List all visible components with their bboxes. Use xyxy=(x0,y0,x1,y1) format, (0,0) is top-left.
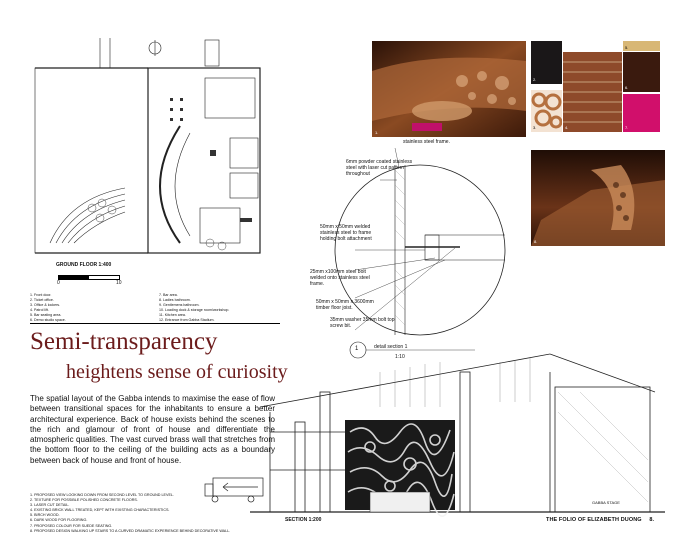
plan-legend: 1. Front door. 7. Bar area. 2. Ticket of… xyxy=(30,293,280,323)
photo-number: 1. xyxy=(375,130,379,135)
swatch-number: 7. xyxy=(625,125,629,130)
scale-label-end: 10 xyxy=(116,280,122,286)
folio-footer: THE FOLIO OF ELIZABETH DUONG 8. xyxy=(546,517,654,523)
legend-item: 4. Patrol lift. xyxy=(30,308,49,312)
swatch-number: 6. xyxy=(625,85,629,90)
legend-item: 3. Office & lockers. xyxy=(30,303,61,307)
swatch-dark-wood-fill xyxy=(623,52,660,92)
folio-title: THE FOLIO OF ELIZABETH DUONG xyxy=(546,517,642,523)
swatch-laser-cut-pattern xyxy=(531,90,563,132)
scale-label-start: 0 xyxy=(57,280,60,286)
swatch-concrete-fill xyxy=(531,41,562,84)
detail-section-drawing xyxy=(334,147,506,359)
legend-item: 12. Entrance from Gabba Stadium. xyxy=(159,318,215,322)
note-item: 3. LASER CUT DETAIL. xyxy=(30,503,70,508)
legend-item: 6. Demo studio space. xyxy=(30,318,66,322)
heading-primary: Semi-transparency xyxy=(30,328,218,355)
divider-rule xyxy=(30,323,280,324)
swatch-brick: 4. xyxy=(563,52,622,132)
render-photo-8: 8. xyxy=(531,150,665,246)
swatch-number: 2. xyxy=(533,77,537,82)
legend-item: 1. Front door. xyxy=(30,293,52,297)
photo-number: 8. xyxy=(534,239,538,244)
render-photo-1-image xyxy=(372,41,526,137)
swatch-dark-wood: 6. xyxy=(623,52,660,92)
detail-number: 1 xyxy=(355,346,359,352)
swatch-laser-cut: 3. xyxy=(531,90,563,132)
building-section-drawing: GABBA STAGE xyxy=(250,353,665,517)
swatch-suede-fill xyxy=(623,94,660,132)
legend-item: 11. Kitchen area. xyxy=(159,313,186,317)
render-photo-8-image xyxy=(531,150,665,246)
note-item: 6. DARK WOOD FOR FLOORING. xyxy=(30,518,88,523)
section-label: GABBA STAGE xyxy=(592,500,620,505)
truck-icon xyxy=(204,477,264,503)
note-item: 4. EXISTING BRICK WALL TREATED, KEPT WIT… xyxy=(30,508,170,513)
detail-label: 50mm x 50mm welded stainless steel to fr… xyxy=(320,224,372,242)
plan-scale-bar xyxy=(58,275,120,280)
legend-item: 7. Bar area. xyxy=(159,293,178,297)
note-item: 2. TEXTURE FOR POSSIBLE POLISHED CONCRET… xyxy=(30,498,138,503)
detail-label: 6mm powder coated stainless steel with l… xyxy=(346,159,413,177)
swatch-brick-pattern xyxy=(563,52,622,132)
legend-item: 2. Ticket office. xyxy=(30,298,54,302)
detail-label: 25mm x100mm steel bolt welded onto stain… xyxy=(310,269,370,287)
note-item: 7. PROPOSED COLOUR FOR SUEDE SEATING. xyxy=(30,523,113,528)
swatch-number: 5. xyxy=(625,45,629,50)
heading-secondary: heightens sense of curiosity xyxy=(66,361,288,383)
swatch-birch: 5. xyxy=(623,41,660,51)
legend-item: 10. Loading dock & storage room/workshop… xyxy=(159,308,230,312)
detail-label: 50mm x 50mm x 3600mm timber floor joist. xyxy=(316,299,374,311)
swatch-concrete: 2. xyxy=(531,41,562,84)
detail-scale: 1:10 xyxy=(395,354,405,360)
body-paragraph: The spatial layout of the Gabba intends … xyxy=(30,394,275,465)
swatch-number: 3. xyxy=(533,125,537,130)
legend-item: 5. Bar seating area. xyxy=(30,313,62,317)
notes-list: 1. PROPOSED VIEW LOOKING DOWN FROM SECON… xyxy=(30,493,290,534)
swatch-birch-fill xyxy=(623,41,660,51)
note-item: 1. PROPOSED VIEW LOOKING DOWN FROM SECON… xyxy=(30,493,174,497)
detail-title: detail section 1 xyxy=(374,344,408,350)
detail-label: stainless steel frame. xyxy=(403,139,450,145)
note-item: 5. BIRCH WOOD. xyxy=(30,513,60,518)
note-item: 8. PROPOSED DESIGN WALKING UP STAIRS TO … xyxy=(30,528,231,533)
section-caption: SECTION 1:200 xyxy=(285,517,322,523)
legend-item: 8. Ladies bathroom. xyxy=(159,298,191,302)
plan-caption: GROUND FLOOR 1:400 xyxy=(56,262,112,268)
detail-label: 35mm washer 35mm bolt top screw bit. xyxy=(330,317,395,329)
legend-item: 9. Gentlemens bathroom. xyxy=(159,303,200,307)
page-number: 8. xyxy=(649,517,655,523)
swatch-suede: 7. xyxy=(623,94,660,132)
ground-floor-plan xyxy=(34,38,261,254)
swatch-number: 4. xyxy=(565,125,569,130)
render-photo-1: 1. xyxy=(372,41,526,137)
